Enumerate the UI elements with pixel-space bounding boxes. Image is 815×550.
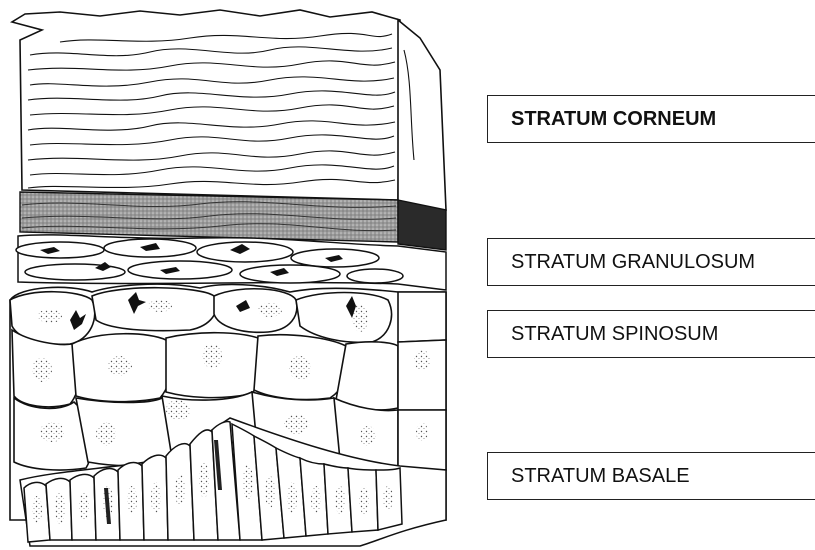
epidermis-illustration: [0, 0, 470, 550]
label-stratum-spinosum: STRATUM SPINOSUM: [487, 310, 815, 358]
stratum-corneum-layer: [12, 10, 446, 210]
stratum-granulosum-layer: [16, 235, 446, 290]
label-stratum-corneum: STRATUM CORNEUM: [487, 95, 815, 143]
label-stratum-basale: STRATUM BASALE: [487, 452, 815, 500]
label-stratum-granulosum: STRATUM GRANULOSUM: [487, 238, 815, 286]
